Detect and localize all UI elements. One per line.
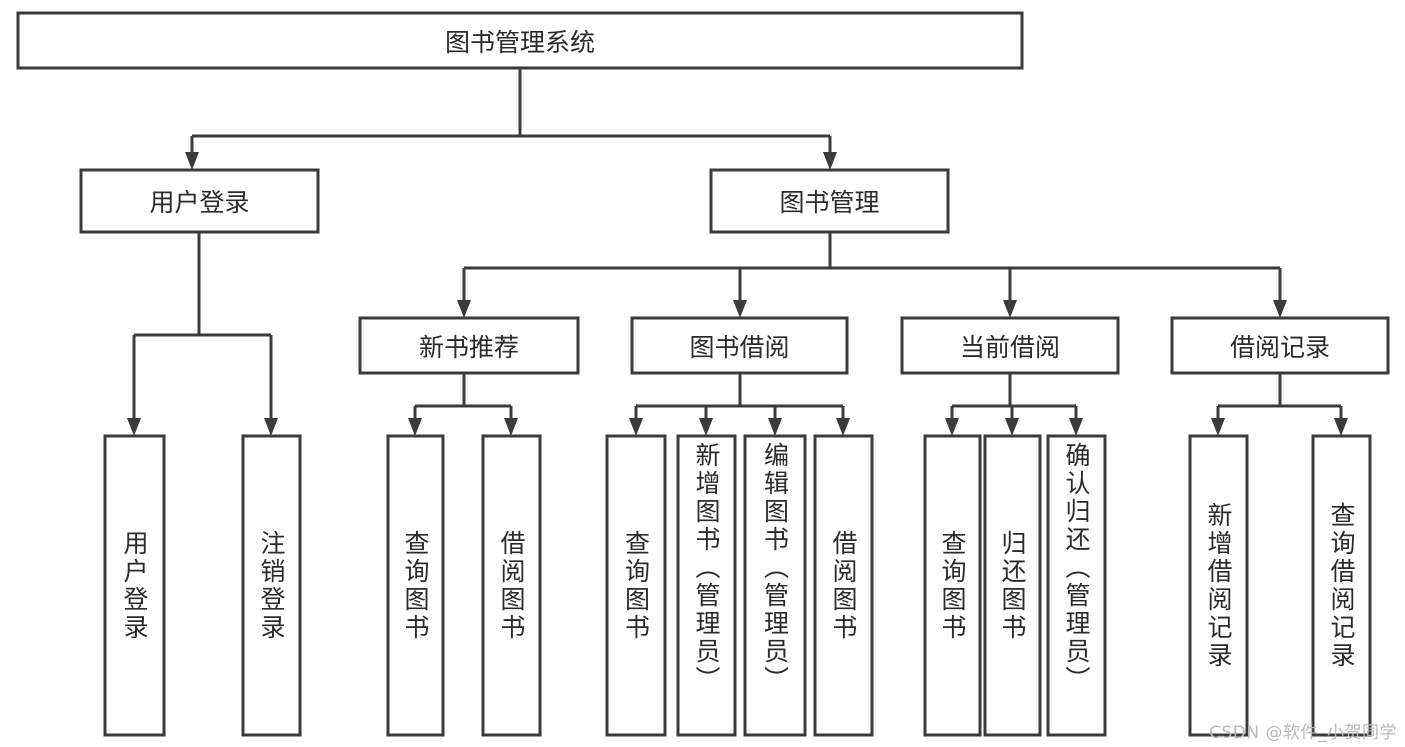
node-leaf-return-book[interactable] xyxy=(983,434,1042,737)
arrow-borrow-to-l4 xyxy=(836,418,850,436)
node-leaf-edit-book-admin[interactable] xyxy=(743,434,807,737)
node-leaf-borrow-book-1[interactable] xyxy=(481,434,542,737)
node-borrow-records[interactable] xyxy=(1170,316,1390,375)
node-leaf-user-login[interactable] xyxy=(103,434,166,737)
node-leaf-add-book-admin[interactable] xyxy=(676,434,737,737)
node-leaf-add-borrow-record[interactable] xyxy=(1188,434,1249,737)
node-leaf-query-book-1[interactable] xyxy=(386,434,445,737)
label-book-borrow: 图书借阅 xyxy=(689,332,790,362)
node-leaf-borrow-book-2[interactable] xyxy=(813,434,874,737)
label-user-login: 用户登录 xyxy=(149,188,250,217)
arrow-records-to-l1 xyxy=(1211,418,1225,436)
arrow-borrow-to-l1 xyxy=(629,418,643,436)
label-book-management: 图书管理 xyxy=(779,188,880,217)
arrow-user-login-to-leaf1 xyxy=(127,418,141,436)
node-leaf-query-book-3[interactable] xyxy=(923,434,982,737)
node-leaf-query-book-2[interactable] xyxy=(605,434,667,737)
node-book-borrow[interactable] xyxy=(630,316,849,375)
node-leaf-logout[interactable] xyxy=(241,434,302,737)
node-root-book-management-system[interactable] xyxy=(16,11,1024,70)
arrow-newbook-to-l2 xyxy=(504,418,518,436)
arrow-current-to-l1 xyxy=(945,418,959,436)
arrow-root-to-user-login xyxy=(185,152,199,170)
node-book-management[interactable] xyxy=(709,168,950,234)
arrow-current-to-l3 xyxy=(1069,418,1083,436)
arrow-root-to-book-management xyxy=(823,152,837,170)
node-current-borrow[interactable] xyxy=(900,316,1120,375)
arrow-bm-to-new-book xyxy=(457,300,471,318)
arrow-borrow-to-l3 xyxy=(768,418,782,436)
arrow-bm-to-borrow xyxy=(733,300,747,318)
node-new-book-recommend[interactable] xyxy=(358,316,580,375)
arrow-records-to-l2 xyxy=(1334,418,1348,436)
label-current-borrow: 当前借阅 xyxy=(959,332,1060,362)
node-leaf-query-borrow-record[interactable] xyxy=(1311,434,1372,737)
arrow-newbook-to-l1 xyxy=(408,418,422,436)
arrow-bm-to-current xyxy=(1003,300,1017,318)
arrow-current-to-l2 xyxy=(1005,418,1019,436)
node-leaf-confirm-return-admin[interactable] xyxy=(1046,434,1107,737)
csdn-watermark: CSDN @软件_小贺同学 xyxy=(1209,723,1397,743)
arrow-borrow-to-l2 xyxy=(699,418,713,436)
label-borrow-records: 借阅记录 xyxy=(1229,332,1330,362)
arrow-user-login-to-leaf2 xyxy=(264,418,278,436)
label-root: 图书管理系统 xyxy=(444,27,595,57)
arrow-bm-to-records xyxy=(1273,300,1287,318)
label-new-book-recommend: 新书推荐 xyxy=(418,332,519,362)
